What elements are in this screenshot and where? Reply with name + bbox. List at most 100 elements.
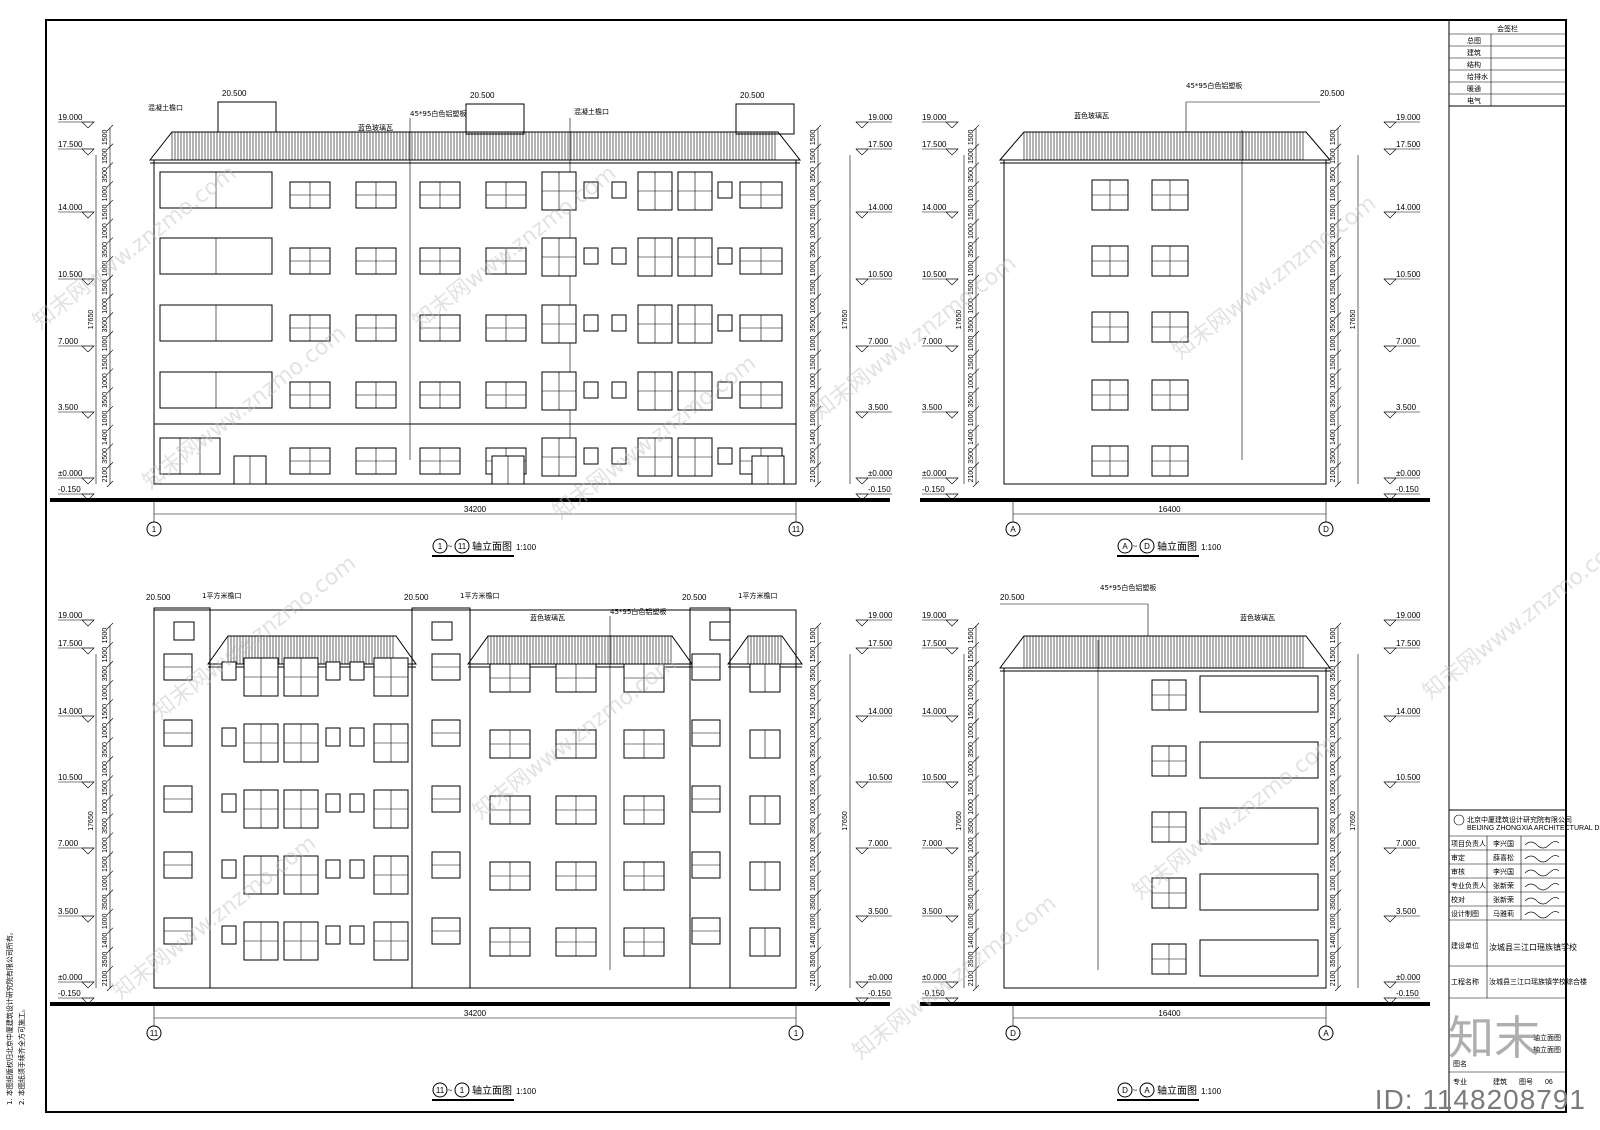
dim-label: 3500 [810, 317, 817, 333]
dim-tick [106, 775, 114, 782]
axis-label: 1 [438, 542, 443, 551]
width-dim: 34200 [464, 505, 487, 514]
level-label-right: 17.500 [868, 639, 893, 648]
roof-outline [999, 635, 1331, 669]
watermark-logo: 知末 [1448, 1011, 1540, 1065]
level-label-left: ±0.000 [922, 973, 947, 982]
level-label-left: 14.000 [58, 203, 83, 212]
role-label: 专业负责人 [1451, 881, 1486, 890]
note-aluminum-panel: 45*95白色铝塑板 [410, 109, 466, 118]
dim-label: 3500 [1330, 742, 1337, 758]
dim-tick [106, 368, 114, 375]
level-label-right: 3.500 [868, 907, 889, 916]
axis-label: 11 [458, 542, 467, 551]
note-aluminum-panel: 45*95白色铝塑板 [1100, 583, 1156, 592]
level-label-left: 19.000 [58, 113, 83, 122]
dim-label: 2100 [1330, 467, 1337, 483]
dim-label: 1000 [1330, 373, 1337, 389]
axis-bubble [1318, 1025, 1334, 1041]
dim-tick [106, 851, 114, 858]
role-name: 李兴国 [1493, 867, 1514, 876]
elevation-bottom-left: 19.00017.50014.00010.5007.0003.500±0.000… [50, 591, 893, 1101]
dim-tick [972, 737, 980, 744]
level-label-left: 19.000 [58, 611, 83, 620]
level-triangle [1383, 148, 1397, 156]
dim-tick [814, 794, 822, 801]
level-triangle [81, 148, 95, 156]
dim-tick [814, 870, 822, 877]
level-triangle [1383, 981, 1397, 989]
dim-label: 1500 [810, 279, 817, 295]
roof-outline [467, 635, 693, 665]
dim-tick [972, 162, 980, 169]
note-eave-2: 混凝土檐口 [574, 107, 609, 116]
dim-tick [106, 199, 114, 207]
discipline: 建筑 [1493, 1077, 1507, 1086]
axis-label: D [1323, 525, 1329, 534]
dim-label: 1000 [968, 298, 975, 314]
long-window [1199, 741, 1319, 779]
dim-label: 1500 [968, 204, 975, 220]
long-window [1199, 939, 1319, 977]
dim-label: 1500 [1330, 354, 1337, 370]
level-triangle [81, 477, 95, 485]
dim-label: 1500 [102, 354, 109, 370]
axis-bubble [1139, 1082, 1155, 1098]
elevation-title: 轴立面图 [472, 540, 512, 553]
small-window [611, 314, 627, 332]
dim-label: 3500 [1330, 242, 1337, 258]
dim-label: 1000 [968, 837, 975, 853]
dim-label: 1000 [810, 913, 817, 929]
level-triangle [855, 121, 869, 129]
level-label-left: ±0.000 [58, 973, 83, 982]
axis-bubble [1117, 1082, 1133, 1098]
dim-label: 1400 [1330, 429, 1337, 445]
dim-tick [814, 660, 822, 668]
dim-tick [1334, 718, 1342, 725]
level-label-left: 10.500 [922, 773, 947, 782]
dim-tick [814, 330, 822, 338]
small-window [611, 381, 627, 399]
dim-label: 1000 [810, 837, 817, 853]
role-label: 设计制图 [1451, 909, 1479, 918]
dim-label: 1000 [810, 761, 817, 777]
dim-label: 1000 [1330, 298, 1337, 314]
dim-tick [1334, 756, 1342, 763]
top-level-mark: 20.500 [404, 593, 429, 602]
dim-label: 3500 [968, 818, 975, 834]
dim-label: 1000 [102, 373, 109, 389]
dim-label: 1500 [102, 148, 109, 164]
dim-tick [814, 889, 822, 896]
dim-label: 1000 [968, 411, 975, 427]
sheet-frame [45, 19, 1567, 1113]
parapet-box [735, 103, 795, 135]
dim-label: 1500 [968, 704, 975, 720]
dim-label: 1000 [1330, 761, 1337, 777]
dim-label: 1000 [968, 261, 975, 277]
dim-tick [972, 622, 980, 630]
dim-label: 1500 [1330, 856, 1337, 872]
dim-tick [106, 405, 114, 413]
dim-tick [1334, 255, 1342, 263]
dim-tick [1334, 622, 1342, 630]
level-label-right: 17.500 [1396, 140, 1421, 149]
dim-label: 1000 [968, 913, 975, 929]
dim-label: 1000 [102, 223, 109, 239]
dim-tick [106, 143, 114, 150]
sign-row-label: 电气 [1467, 96, 1481, 105]
level-label-left: 14.000 [922, 203, 947, 212]
dim-tick [814, 622, 822, 630]
dim-tick [106, 480, 114, 488]
small-window [325, 727, 341, 747]
dim-tick [972, 889, 980, 896]
level-label-right: 3.500 [1396, 403, 1417, 412]
dim-tick [106, 349, 114, 357]
dim-label: 1000 [810, 261, 817, 277]
dim-tick [1334, 698, 1342, 706]
dim-label: 1000 [1330, 875, 1337, 891]
axis-label: 11 [150, 1029, 159, 1038]
dim-tick [814, 832, 822, 839]
level-triangle [855, 278, 869, 286]
level-triangle [1383, 345, 1397, 353]
dim-label: 1500 [1330, 704, 1337, 720]
